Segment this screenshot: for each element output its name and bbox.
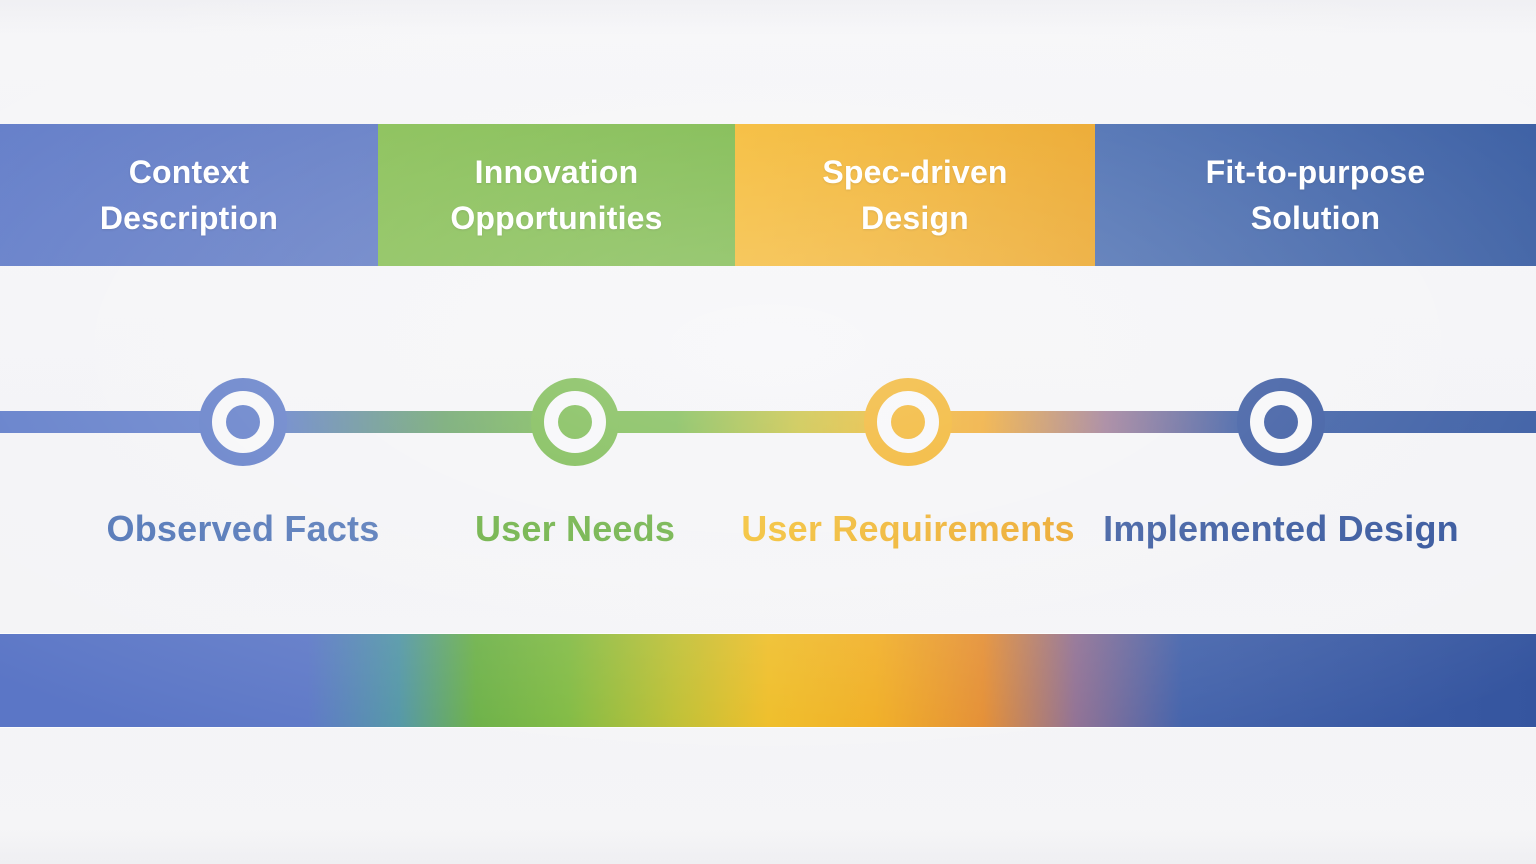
stage-header-context-description: Context Description: [0, 124, 378, 266]
timeline-line: [0, 411, 1536, 433]
stage-header-bar: Context Description Innovation Opportuni…: [0, 124, 1536, 266]
stage-title: Fit-to-purpose Solution: [1205, 153, 1426, 236]
gradient-footer-bar: [0, 634, 1536, 727]
milestone-label-user-needs: User Needs: [474, 508, 676, 549]
milestone-dot: [891, 405, 925, 439]
stage-header-innovation-opportunities: Innovation Opportunities: [378, 124, 735, 266]
stage-title: Context Description: [99, 153, 279, 236]
stage-header-fit-to-purpose-solution: Fit-to-purpose Solution: [1095, 124, 1536, 266]
milestone-dot: [558, 405, 592, 439]
milestone-marker-observed-facts: [199, 378, 287, 466]
milestone-marker-user-needs: [531, 378, 619, 466]
stage-title: Innovation Opportunities: [450, 153, 663, 236]
milestone-marker-implemented-design: [1237, 378, 1325, 466]
milestone-marker-user-requirements: [864, 378, 952, 466]
stage-title: Spec-driven Design: [822, 153, 1008, 236]
milestone-dot: [226, 405, 260, 439]
milestone-label-implemented-design: Implemented Design: [1103, 508, 1459, 549]
milestone-label-user-requirements: User Requirements: [698, 508, 1118, 550]
milestone-label-observed-facts: Observed Facts: [106, 508, 380, 549]
milestone-dot: [1264, 405, 1298, 439]
stage-header-spec-driven-design: Spec-driven Design: [735, 124, 1095, 266]
